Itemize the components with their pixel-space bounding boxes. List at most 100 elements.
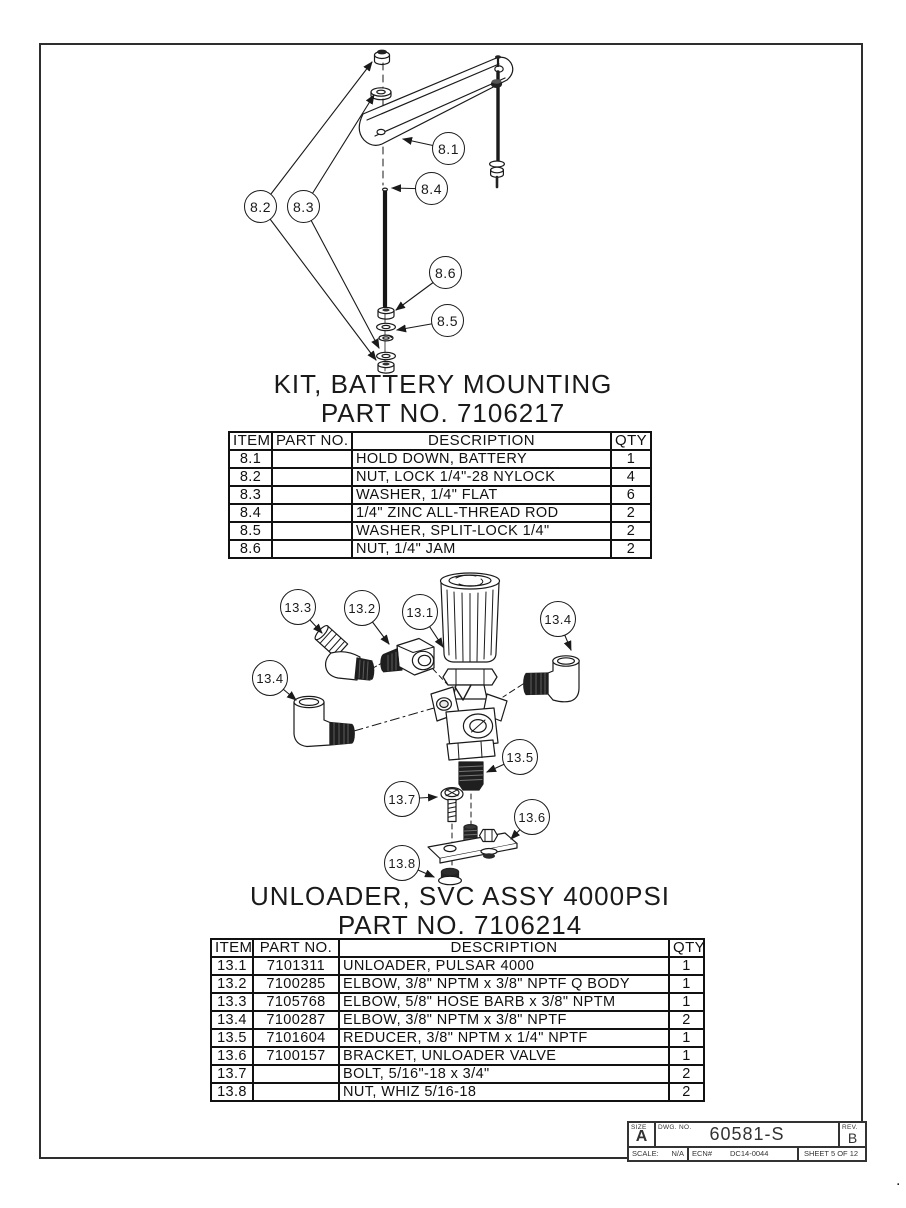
title-block-scale-cell: SCALE: N/A — [629, 1148, 689, 1160]
cell-item: 13.3 — [210, 992, 254, 1012]
cell-item: 13.6 — [210, 1046, 254, 1066]
cell-item: 13.1 — [210, 956, 254, 976]
cell-desc: NUT, 1/4" JAM — [351, 539, 612, 559]
bottom-hardware-stack — [376, 306, 397, 374]
column-header-item: ITEM — [210, 938, 254, 958]
mounting-bolt — [440, 786, 464, 823]
cell-desc: ELBOW, 3/8" NPTM x 3/8" NPTF Q BODY — [338, 974, 670, 994]
cell-part: 7100285 — [252, 974, 340, 994]
table-row: 8.2 NUT, LOCK 1/4"-28 NYLOCK 4 — [228, 467, 652, 487]
cell-item: 8.3 — [228, 485, 273, 505]
scale-label: SCALE: — [632, 1149, 659, 1158]
threaded-rod-right — [489, 55, 506, 189]
hose-barb-elbow — [314, 625, 375, 681]
callout-8.6: 8.6 — [429, 256, 462, 289]
column-header-item: ITEM — [228, 431, 273, 451]
cell-part: 7105768 — [252, 992, 340, 1012]
cell-qty: 2 — [668, 1082, 705, 1102]
cell-qty: 1 — [610, 449, 652, 469]
callout-8.3: 8.3 — [287, 190, 320, 223]
dwg-no-label: DWG. NO. — [658, 1124, 692, 1131]
callout-13.5: 13.5 — [502, 739, 538, 775]
unloader-bracket — [427, 823, 518, 864]
table-header-row: ITEM PART NO. DESCRIPTION QTY — [228, 431, 652, 451]
cell-part — [271, 503, 353, 523]
size-label: SIZE — [631, 1124, 647, 1131]
unloader-part-no: PART NO. 7106214 — [337, 910, 583, 940]
cell-part — [271, 539, 353, 559]
cell-desc: ELBOW, 5/8" HOSE BARB x 3/8" NPTM — [338, 992, 670, 1012]
callout-13.3: 13.3 — [280, 589, 316, 625]
column-header-part: PART NO. — [252, 938, 340, 958]
battery-kit-title: KIT, BATTERY MOUNTING — [273, 369, 613, 399]
cell-part: 7101604 — [252, 1028, 340, 1048]
column-header-qty: QTY — [610, 431, 652, 451]
cell-item: 13.2 — [210, 974, 254, 994]
reducer-fitting — [458, 761, 484, 791]
cell-desc: NUT, LOCK 1/4"-28 NYLOCK — [351, 467, 612, 487]
cell-item: 13.8 — [210, 1082, 254, 1102]
table-row: 13.5 7101604 REDUCER, 3/8" NPTM x 1/4" N… — [210, 1028, 705, 1048]
cell-item: 8.1 — [228, 449, 273, 469]
cell-item: 8.2 — [228, 467, 273, 487]
callout-13.8: 13.8 — [384, 845, 420, 881]
scale-value: N/A — [671, 1149, 684, 1158]
title-block-sheet-cell: SHEET 5 OF 12 — [799, 1148, 865, 1160]
cell-qty: 2 — [668, 1010, 705, 1030]
table-row: 8.4 1/4" ZINC ALL-THREAD ROD 2 — [228, 503, 652, 523]
cell-qty: 2 — [610, 539, 652, 559]
cell-desc: NUT, WHIZ 5/16-18 — [338, 1082, 670, 1102]
cell-desc: BOLT, 5/16"-18 x 3/4" — [338, 1064, 670, 1084]
cell-item: 8.6 — [228, 539, 273, 559]
cell-item: 13.4 — [210, 1010, 254, 1030]
cell-qty: 1 — [668, 1046, 705, 1066]
table-row: 13.6 7100157 BRACKET, UNLOADER VALVE 1 — [210, 1046, 705, 1066]
rev-label: REV. — [842, 1124, 858, 1131]
column-header-part: PART NO. — [271, 431, 353, 451]
hold-down-bracket — [358, 56, 514, 146]
size-value: A — [635, 1128, 648, 1145]
cell-qty: 2 — [610, 503, 652, 523]
ecn-value: DC14-0044 — [730, 1149, 769, 1158]
battery-kit-part-no: PART NO. 7106217 — [320, 398, 566, 428]
table-header-row: ITEM PART NO. DESCRIPTION QTY — [210, 938, 705, 958]
elbow-left — [293, 695, 355, 748]
cell-qty: 2 — [668, 1064, 705, 1084]
callout-13.4-right: 13.4 — [540, 601, 576, 637]
elbow-right — [523, 655, 580, 703]
column-header-desc: DESCRIPTION — [351, 431, 612, 451]
callout-8.1: 8.1 — [432, 132, 465, 165]
table-row: 13.7 BOLT, 5/16"-18 x 3/4" 2 — [210, 1064, 705, 1084]
cell-desc: UNLOADER, PULSAR 4000 — [338, 956, 670, 976]
page-dot: . — [896, 1172, 901, 1189]
lock-nut-top — [373, 49, 391, 66]
table-row: 13.1 7101311 UNLOADER, PULSAR 4000 1 — [210, 956, 705, 976]
title-block-ecn-cell: ECN# DC14-0044 — [689, 1148, 799, 1160]
sheet-value: SHEET 5 OF 12 — [804, 1149, 859, 1158]
cell-part — [271, 485, 353, 505]
cell-desc: WASHER, SPLIT-LOCK 1/4" — [351, 521, 612, 541]
cell-qty: 1 — [668, 956, 705, 976]
cell-part — [271, 521, 353, 541]
cell-item: 13.7 — [210, 1064, 254, 1084]
cell-desc: BRACKET, UNLOADER VALVE — [338, 1046, 670, 1066]
cell-qty: 6 — [610, 485, 652, 505]
cell-part — [252, 1082, 340, 1102]
cell-part — [252, 1064, 340, 1084]
callout-8.5: 8.5 — [431, 304, 464, 337]
table-row: 13.4 7100287 ELBOW, 3/8" NPTM x 3/8" NPT… — [210, 1010, 705, 1030]
title-block-dwg-cell: DWG. NO. 60581-S — [656, 1123, 840, 1146]
callout-13.2: 13.2 — [344, 590, 380, 626]
cell-qty: 4 — [610, 467, 652, 487]
threaded-rod-left — [382, 187, 389, 309]
ecn-label: ECN# — [692, 1149, 713, 1158]
dwg-no-value: 60581-S — [709, 1124, 785, 1144]
cell-part — [271, 467, 353, 487]
title-block: SIZE A DWG. NO. 60581-S REV. B SCALE: N/… — [627, 1121, 867, 1162]
unloader-valve-knob — [439, 572, 501, 663]
cell-part: 7101311 — [252, 956, 340, 976]
callout-8.2: 8.2 — [244, 190, 277, 223]
unloader-valve-body — [430, 668, 508, 761]
battery-kit-parts-table: ITEM PART NO. DESCRIPTION QTY 8.1 HOLD D… — [228, 431, 652, 559]
